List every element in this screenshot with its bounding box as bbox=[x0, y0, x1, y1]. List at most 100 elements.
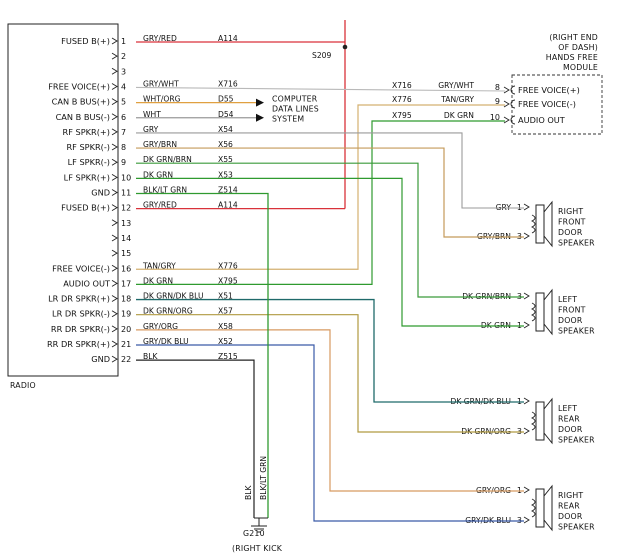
module-wire-circuit: X776 bbox=[392, 95, 412, 104]
pin-mark bbox=[111, 128, 118, 136]
speaker-coil-icon bbox=[530, 498, 536, 518]
wire-color-label: GRY/RED bbox=[143, 201, 177, 210]
pin-mark bbox=[111, 310, 118, 318]
radio-pin-number: 14 bbox=[121, 234, 131, 243]
module-title: MODULE bbox=[563, 63, 598, 72]
ground-wire-label: BLK bbox=[244, 485, 253, 500]
speaker-pin-mark bbox=[523, 427, 530, 435]
radio-pin-number: 13 bbox=[121, 219, 131, 228]
radio-pin-number: 10 bbox=[121, 173, 131, 182]
pin-mark bbox=[111, 340, 118, 348]
pin-mark bbox=[111, 219, 118, 227]
speaker-name: DOOR bbox=[558, 316, 583, 325]
splice-label: S209 bbox=[312, 51, 331, 60]
wire-circuit-label: X716 bbox=[218, 79, 238, 88]
radio-pin-number: 22 bbox=[121, 355, 131, 364]
module-pin-label: FREE VOICE(-) bbox=[518, 99, 576, 109]
pin-mark bbox=[111, 280, 118, 287]
radio-pin-number: 4 bbox=[121, 82, 126, 91]
speaker-name: LEFT bbox=[558, 404, 577, 413]
wire-circuit-label: A114 bbox=[218, 34, 238, 43]
radio-pin-label: LF SPKR(+) bbox=[64, 172, 110, 182]
wire-circuit-label: X57 bbox=[218, 307, 233, 316]
wire-color-label: TAN/GRY bbox=[142, 261, 176, 270]
radio-pin-number: 2 bbox=[121, 52, 126, 61]
speaker-cone-icon bbox=[543, 397, 553, 445]
wire-color-label: GRY/WHT bbox=[143, 79, 179, 88]
wire-color-label: BLK/LT GRN bbox=[143, 186, 187, 195]
wire-rr-minus bbox=[136, 329, 524, 492]
radio-pin-label: RR DR SPKR(-) bbox=[51, 324, 110, 334]
pin-mark bbox=[111, 189, 118, 196]
wire-rr-plus bbox=[136, 344, 524, 522]
wire-color-label: GRY/DK BLU bbox=[143, 337, 189, 346]
module-pin-label: FREE VOICE(+) bbox=[518, 85, 580, 95]
radio-pin-number: 7 bbox=[121, 128, 126, 137]
wire-circuit-label: D54 bbox=[218, 110, 234, 119]
speaker-name: SPEAKER bbox=[558, 436, 595, 445]
radio-pin-label: RF SPKR(+) bbox=[63, 127, 110, 137]
module-wire-circuit: X716 bbox=[392, 81, 412, 90]
pin-mark bbox=[111, 52, 118, 60]
pin-mark bbox=[111, 204, 118, 212]
module-pin-mark bbox=[503, 86, 510, 94]
wire-color-label: DK GRN bbox=[143, 276, 173, 285]
pin-mark bbox=[111, 158, 118, 166]
speaker-cone-icon bbox=[543, 484, 553, 532]
wire-circuit-label: X53 bbox=[218, 170, 233, 179]
radio-pin-number: 18 bbox=[121, 295, 131, 304]
speaker-coil-icon bbox=[530, 302, 536, 322]
wire-color-label: DK GRN/ORG bbox=[143, 307, 193, 316]
wire-circuit-label: Z515 bbox=[218, 352, 238, 361]
speaker-name: DOOR bbox=[558, 425, 583, 434]
pin-mark bbox=[111, 249, 118, 257]
speaker-pin-mark bbox=[523, 486, 530, 494]
pin-mark bbox=[111, 234, 118, 242]
speaker-pin-mark bbox=[523, 397, 530, 405]
radio-pin-label: LR DR SPKR(-) bbox=[52, 309, 110, 319]
module-pin-cup bbox=[510, 99, 516, 109]
ground-label: G210 bbox=[243, 529, 265, 538]
pin-mark bbox=[111, 37, 118, 45]
wire-lf-plus bbox=[136, 177, 524, 327]
module-pin-mark bbox=[503, 116, 510, 124]
ground-icon bbox=[251, 525, 267, 533]
radio-pin-number: 3 bbox=[121, 67, 126, 76]
wire-gnd-22 bbox=[136, 359, 255, 518]
radio-pin-label: FREE VOICE(-) bbox=[52, 263, 110, 273]
data-lines-title: COMPUTER bbox=[272, 95, 318, 104]
module-pin-mark bbox=[503, 100, 510, 108]
pin-mark bbox=[111, 83, 118, 90]
pin-mark bbox=[111, 264, 118, 272]
module-pin-label: AUDIO OUT bbox=[518, 115, 566, 125]
radio-pin-label: GND bbox=[91, 354, 110, 364]
pin-mark bbox=[111, 67, 118, 75]
wire-color-label: DK GRN/DK BLU bbox=[143, 292, 204, 301]
module-wire-color: GRY/WHT bbox=[438, 81, 474, 90]
wire-color-label: WHT bbox=[143, 110, 161, 119]
speaker-cone-icon bbox=[543, 288, 553, 336]
speaker-pin-mark bbox=[523, 292, 530, 300]
wire-circuit-label: X776 bbox=[218, 261, 238, 270]
wire-free-voice-minus bbox=[136, 104, 505, 270]
radio-pin-number: 16 bbox=[121, 264, 131, 273]
ground-note: (RIGHT KICK bbox=[232, 544, 283, 553]
radio-pin-number: 15 bbox=[121, 249, 131, 258]
pin-mark bbox=[111, 355, 118, 363]
wire-circuit-label: A114 bbox=[218, 201, 238, 210]
wire-gnd-11 bbox=[136, 192, 269, 518]
radio-pin-label: RR DR SPKR(+) bbox=[47, 339, 110, 349]
wire-color-label: GRY/BRN bbox=[143, 140, 177, 149]
wire-lf-minus bbox=[136, 162, 524, 298]
radio-pin-label: GND bbox=[91, 188, 110, 198]
speaker-name: FRONT bbox=[558, 218, 586, 227]
radio-pin-label: FUSED B(+) bbox=[61, 203, 110, 213]
pin-mark bbox=[111, 173, 118, 181]
pin-mark bbox=[111, 143, 118, 151]
speaker-pin-mark bbox=[523, 203, 530, 211]
radio-pin-label: FUSED B(+) bbox=[61, 36, 110, 46]
speaker-name: DOOR bbox=[558, 228, 583, 237]
wire-color-label: DK GRN/BRN bbox=[143, 155, 192, 164]
